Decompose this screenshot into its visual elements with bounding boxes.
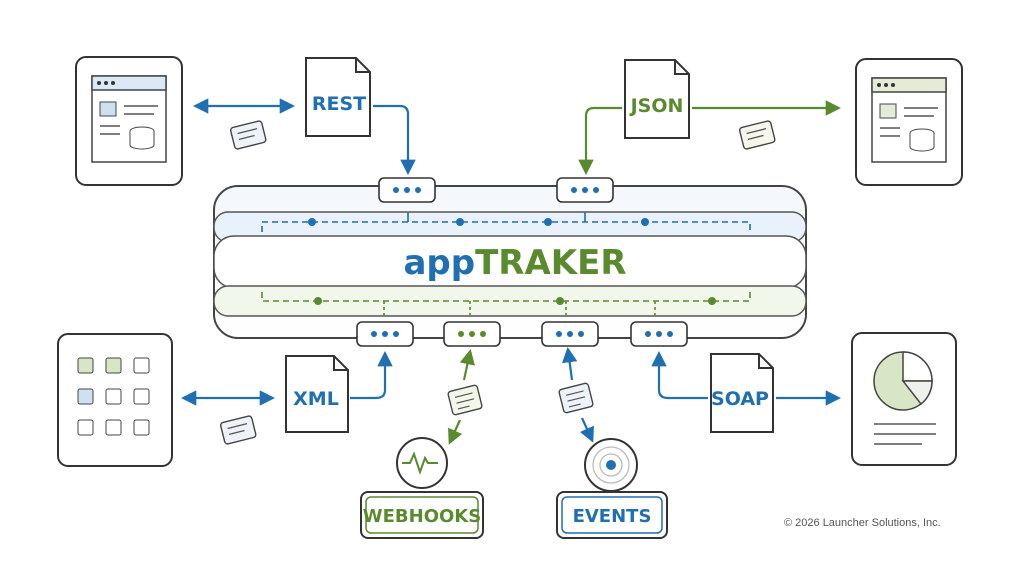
- arrow-hub-events: [568, 350, 592, 440]
- port-bottom-webhooks: [443, 321, 501, 347]
- message-chip-bottom-left: [219, 415, 257, 445]
- copyright-notice: © 2026 Launcher Solutions, Inc.: [784, 517, 941, 529]
- app-window-top-right: [855, 58, 963, 186]
- doc-json: [624, 59, 690, 139]
- message-chip-events: [558, 382, 594, 414]
- port-top-rest: [378, 177, 436, 203]
- doc-soap: [710, 353, 774, 433]
- label-json: JSON: [629, 95, 684, 117]
- arrow-hub-webhooks: [450, 352, 470, 442]
- message-chip-top-left: [229, 120, 267, 150]
- hub-title-traker: TRAKER: [475, 243, 626, 283]
- port-top-json: [556, 177, 614, 203]
- app-window-top-left: [75, 56, 183, 186]
- message-chip-webhooks: [447, 384, 483, 416]
- message-chip-top-right: [738, 120, 776, 150]
- webhooks-node: [360, 491, 484, 539]
- label-xml: XML: [293, 388, 339, 410]
- arrow-xml-hub: [350, 350, 393, 400]
- arrow-soap-hub: [651, 350, 708, 400]
- hub-title-app: app: [403, 243, 475, 283]
- arrow-rest-hub: [373, 104, 416, 176]
- port-bottom-soap: [630, 321, 688, 347]
- webhook-pulse-icon: [396, 437, 448, 489]
- apptraker-hub: [213, 185, 807, 339]
- arrow-json-hub: [578, 106, 622, 176]
- hub-title: appTRAKER: [403, 243, 626, 283]
- events-node: [556, 491, 668, 539]
- label-soap: SOAP: [711, 388, 769, 410]
- report-bottom-right: [851, 332, 957, 466]
- events-label: EVENTS: [573, 506, 652, 527]
- broadcast-icon: [584, 438, 638, 492]
- label-rest: REST: [312, 93, 366, 115]
- webhooks-label: WEBHOOKS: [363, 506, 481, 527]
- doc-xml: [285, 355, 349, 433]
- port-bottom-events: [541, 321, 599, 347]
- doc-rest: [305, 57, 371, 137]
- grid-app-bottom-left: [57, 333, 173, 467]
- port-bottom-xml: [356, 321, 414, 347]
